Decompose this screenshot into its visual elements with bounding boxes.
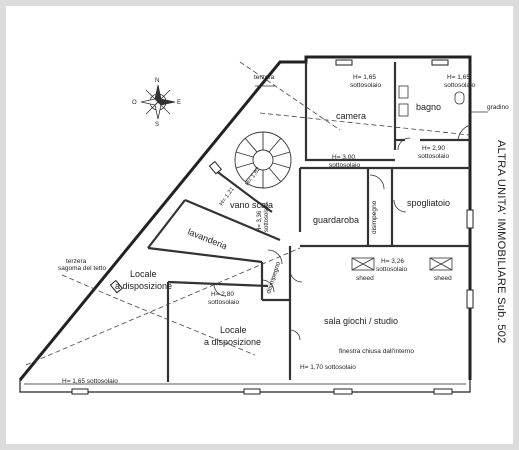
height-165-bottom: H= 1,65 sottosolaio: [62, 378, 118, 385]
compass-n: N: [155, 78, 159, 84]
room-spogliatoio: spogliatoio: [407, 198, 450, 208]
height-bagno-note: sottosolaio: [444, 82, 475, 89]
height-300: H= 3,00: [332, 154, 355, 161]
compass-o: O: [132, 100, 137, 106]
label-sheed-2: sheed: [434, 275, 452, 282]
interior-walls: [147, 62, 470, 382]
compass-s: S: [155, 122, 159, 128]
height-326: H= 3,26: [381, 258, 404, 265]
sink-icon: [398, 85, 409, 99]
paper-sheet: [6, 6, 513, 444]
toilet-icon: [454, 91, 465, 105]
dashed-lines: [25, 61, 471, 366]
height-326-note: sottosolaio: [376, 266, 407, 273]
windows: [71, 59, 474, 395]
room-locale-1-title: Locale: [130, 269, 157, 279]
height-290: H= 2,90: [422, 145, 445, 152]
room-bagno: bagno: [416, 102, 441, 112]
height-280: H= 2,80: [211, 291, 234, 298]
height-300-note: sottosolaio: [329, 162, 360, 169]
note-terzera-left: terzera: [66, 258, 87, 265]
side-label-altra-unita: ALTRA UNITA' IMMOBILIARE Sub. 502: [495, 140, 507, 344]
note-gradino: gradino: [487, 104, 509, 111]
room-locale-1-sub: a disposizione: [115, 281, 172, 291]
door-swings: [213, 137, 411, 341]
note-terzera-top: terzera: [254, 74, 275, 81]
height-280-note: sottosolaio: [208, 299, 239, 306]
room-locale-2-sub: a disposizione: [204, 337, 261, 347]
height-camera-note: sottosolaio: [350, 82, 381, 89]
room-sala-giochi: sala giochi / studio: [324, 316, 398, 326]
room-locale-2-title: Locale: [220, 325, 247, 335]
compass-rose-icon: [140, 84, 176, 120]
height-336: H= 3,36: [257, 210, 263, 232]
sheed-skylights: [351, 257, 453, 271]
room-vano-scala: vano scala: [230, 200, 273, 210]
height-bagno: H= 1,65: [447, 74, 470, 81]
note-sagoma: sagoma del tetto: [58, 265, 106, 272]
compass-e: E: [177, 100, 181, 106]
spiral-staircase: [234, 131, 292, 189]
room-disimpegno-upper: disimpegno: [371, 200, 378, 234]
bidet-icon: [398, 103, 409, 117]
room-guardaroba: guardaroba: [313, 215, 359, 225]
height-170-bottom: H= 1,70 sottosolaio: [300, 364, 356, 371]
shower-icon: [457, 124, 471, 141]
height-camera: H= 1,65: [353, 74, 376, 81]
height-336-note: sottosolaio: [264, 203, 270, 232]
label-sheed-1: sheed: [356, 275, 374, 282]
room-camera: camera: [336, 111, 366, 121]
height-290-note: sottosolaio: [418, 153, 449, 160]
note-finestra: finestra chiusa dall'interno: [339, 348, 414, 355]
bathroom-fixtures: [398, 85, 471, 141]
